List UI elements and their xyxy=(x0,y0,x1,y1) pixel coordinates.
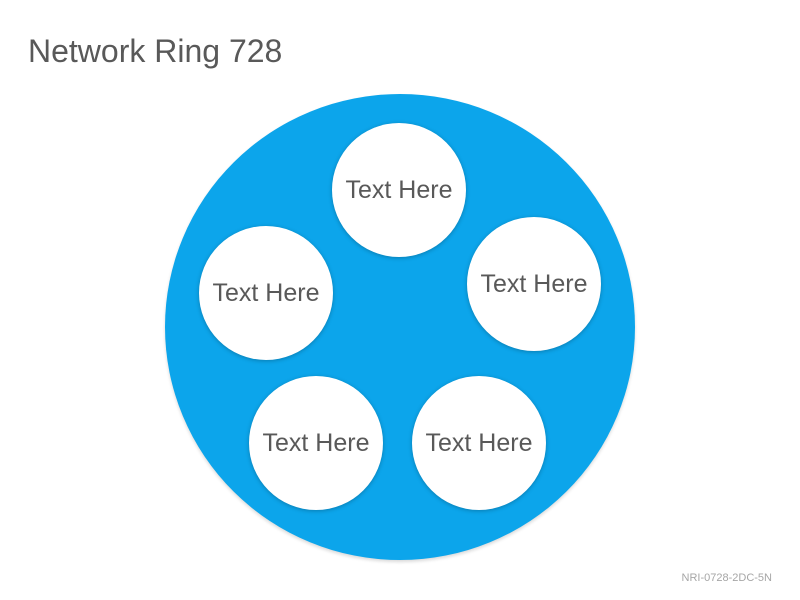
node-label: Text Here xyxy=(480,269,588,298)
node-label: Text Here xyxy=(212,278,320,307)
ring-node-top: Text Here xyxy=(332,123,466,257)
slide-title: Network Ring 728 xyxy=(28,33,283,69)
node-label: Text Here xyxy=(425,428,533,457)
node-label: Text Here xyxy=(345,175,453,204)
ring-node-left: Text Here xyxy=(199,226,333,360)
ring-node-right: Text Here xyxy=(467,217,601,351)
node-label: Text Here xyxy=(262,428,370,457)
ring-node-bottom-right: Text Here xyxy=(412,376,546,510)
slide-code: NRI-0728-2DC-5N xyxy=(681,572,772,584)
ring-node-bottom-left: Text Here xyxy=(249,376,383,510)
